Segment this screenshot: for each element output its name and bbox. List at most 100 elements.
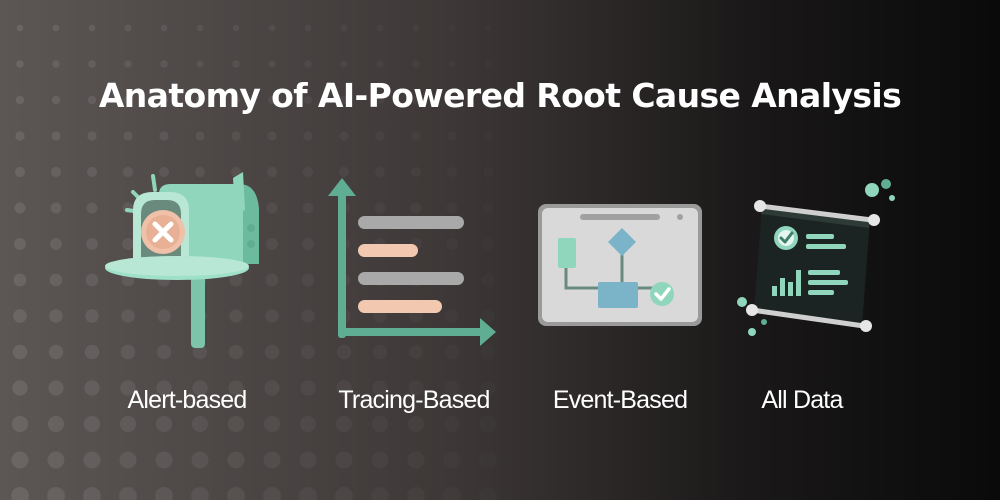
background-dot: [50, 166, 62, 178]
background-dot: [304, 24, 312, 32]
background-dot: [299, 451, 317, 469]
background-dot: [191, 451, 209, 469]
background-dot: [302, 202, 314, 214]
page-title: Anatomy of AI-Powered Root Cause Analysi…: [98, 76, 902, 115]
background-dot: [376, 60, 384, 68]
background-dot: [124, 60, 132, 68]
background-dot: [443, 487, 461, 500]
background-dot: [48, 344, 64, 360]
label-tracing-based: Tracing-Based: [338, 386, 490, 414]
background-dot: [119, 451, 137, 469]
background-dot: [50, 238, 62, 250]
background-dot: [371, 451, 388, 468]
background-dot: [263, 451, 281, 469]
approach-event-based: Event-Based: [520, 170, 720, 430]
background-dot: [83, 451, 101, 469]
background-dot: [14, 238, 26, 250]
background-dot: [12, 380, 28, 396]
label-event-based: Event-Based: [552, 386, 688, 414]
background-dot: [483, 131, 492, 140]
background-dot: [263, 487, 281, 500]
background-dot: [302, 166, 314, 178]
background-dot: [377, 25, 384, 32]
background-dot: [155, 487, 173, 500]
background-dot: [479, 487, 497, 500]
background-dot: [155, 451, 173, 469]
background-dot: [88, 60, 96, 68]
background-dot: [11, 487, 29, 500]
background-dot: [375, 131, 384, 140]
background-dot: [16, 24, 24, 32]
background-dot: [227, 487, 245, 500]
mailbox-alert-icon: [105, 172, 259, 348]
background-dot: [160, 24, 168, 32]
background-dot: [443, 451, 460, 468]
background-dot: [83, 487, 101, 500]
background-dot: [88, 24, 96, 32]
background-dot: [196, 60, 204, 68]
background-dot: [335, 451, 353, 469]
background-dot: [14, 166, 26, 178]
background-dot: [268, 60, 276, 68]
background-dot: [196, 24, 204, 32]
background-dot: [371, 487, 389, 500]
data-presentation-board-icon: [737, 179, 895, 336]
label-all-data: All Data: [761, 386, 843, 414]
background-dot: [301, 273, 315, 287]
background-dot: [302, 238, 314, 250]
background-dot: [413, 25, 420, 32]
approach-all-data: All Data: [702, 170, 902, 430]
background-dot: [231, 131, 241, 141]
background-dot: [268, 24, 276, 32]
background-dot: [49, 273, 63, 287]
approach-alert-based: Alert-based: [87, 170, 287, 430]
background-dot: [11, 451, 29, 469]
background-dot: [267, 131, 277, 141]
background-dot: [160, 60, 168, 68]
approach-tracing-based: Tracing-Based: [314, 170, 514, 430]
background-dot: [16, 60, 24, 68]
background-dot: [51, 131, 61, 141]
background-dot: [119, 487, 137, 500]
background-dot: [47, 415, 65, 433]
background-dot: [304, 60, 312, 68]
background-dot: [484, 60, 492, 68]
background-dot: [47, 451, 65, 469]
background-dot: [87, 131, 97, 141]
background-dot: [13, 273, 27, 287]
background-dot: [49, 309, 63, 323]
background-dot: [48, 380, 64, 396]
background-dot: [412, 60, 420, 68]
background-dot: [339, 131, 349, 141]
background-dot: [335, 487, 353, 500]
background-dot: [12, 344, 28, 360]
background-dot: [232, 24, 240, 32]
background-dot: [303, 131, 313, 141]
background-dot: [479, 451, 496, 468]
background-dot: [14, 202, 26, 214]
background-dot: [11, 415, 29, 433]
background-dot: [411, 131, 420, 140]
background-dot: [159, 131, 169, 141]
background-dot: [227, 451, 245, 469]
background-dot: [299, 487, 317, 500]
label-alert-based: Alert-based: [127, 386, 247, 414]
background-dot: [52, 60, 60, 68]
event-flowchart-icon: [538, 204, 702, 326]
background-dot: [301, 309, 315, 323]
background-dot: [13, 309, 27, 323]
background-dot: [191, 487, 209, 500]
background-dot: [50, 202, 62, 214]
background-dot: [195, 131, 205, 141]
background-dot: [15, 131, 25, 141]
background-dot: [448, 60, 456, 68]
background-dot: [47, 487, 65, 500]
background-dot: [449, 25, 456, 32]
background-dot: [340, 60, 348, 68]
background-dot: [123, 131, 133, 141]
background-dot: [232, 60, 240, 68]
background-dot: [52, 24, 60, 32]
trace-bars-icon: [328, 178, 496, 346]
background-dot: [407, 487, 425, 500]
background-dot: [340, 24, 348, 32]
